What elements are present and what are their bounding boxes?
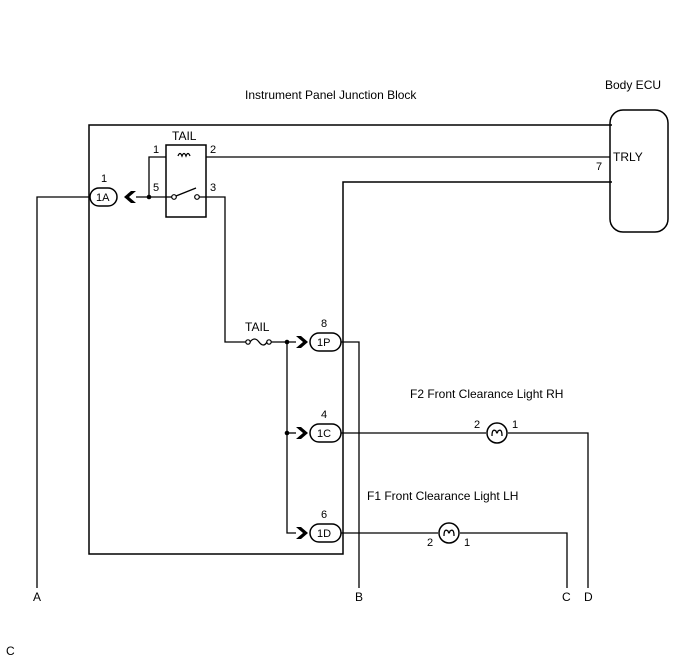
connector-1p-label: 1P bbox=[317, 337, 330, 349]
wire-b bbox=[341, 341, 360, 588]
connector-1a-label: 1A bbox=[96, 192, 110, 204]
light-lh-label: F1 Front Clearance Light LH bbox=[367, 489, 518, 503]
wire-d bbox=[508, 432, 589, 588]
light-lh-pin-1: 1 bbox=[464, 537, 470, 549]
tail-relay-label: TAIL bbox=[172, 129, 197, 143]
terminal-c: C bbox=[562, 590, 571, 604]
relay-switch-arm bbox=[175, 187, 197, 197]
trly-label: TRLY bbox=[613, 150, 643, 164]
connector-1c-pin: 4 bbox=[321, 409, 327, 421]
footer-label: C bbox=[6, 644, 15, 658]
body-ecu-label: Body ECU bbox=[605, 78, 661, 92]
light-rh-pin-1: 1 bbox=[512, 419, 518, 431]
splice-1a bbox=[146, 194, 152, 200]
light-rh-pin-2: 2 bbox=[474, 419, 480, 431]
tail-relay-box bbox=[165, 144, 207, 218]
relay-pin-2: 2 bbox=[210, 144, 216, 156]
relay-pin-1: 1 bbox=[153, 144, 159, 156]
terminal-b: B bbox=[355, 590, 363, 604]
relay-contact-left bbox=[171, 194, 177, 200]
connector-1a-pin: 1 bbox=[101, 173, 107, 185]
ecu-pin-7: 7 bbox=[596, 161, 602, 173]
light-rh-filament bbox=[491, 429, 503, 437]
relay-contact-right bbox=[194, 194, 200, 200]
junction-block-title: Instrument Panel Junction Block bbox=[245, 88, 417, 102]
fuse-end-right bbox=[266, 339, 272, 345]
fuse-icon bbox=[249, 338, 268, 346]
connector-1d-pin: 6 bbox=[321, 509, 327, 521]
relay-pin-3: 3 bbox=[210, 182, 216, 194]
relay-pin-5: 5 bbox=[153, 182, 159, 194]
connector-1c-label: 1C bbox=[317, 428, 331, 440]
terminal-a: A bbox=[33, 590, 41, 604]
light-rh-bulb-icon bbox=[486, 422, 508, 444]
light-lh-bulb-icon bbox=[438, 522, 460, 544]
body-ecu-box bbox=[609, 109, 669, 233]
connector-1c-arrow-icon bbox=[296, 427, 308, 439]
connector-1p-arrow-icon bbox=[296, 336, 308, 348]
connector-1p-pin: 8 bbox=[321, 318, 327, 330]
wire-c bbox=[460, 532, 568, 588]
connector-1a-arrow-icon bbox=[124, 191, 136, 203]
fuse-label: TAIL bbox=[245, 320, 270, 334]
junction-block-outline bbox=[88, 124, 612, 555]
splice-1c bbox=[284, 430, 290, 436]
light-lh-filament bbox=[443, 529, 455, 537]
bus-wire bbox=[286, 342, 296, 534]
connector-1d-arrow-icon bbox=[296, 527, 308, 539]
wire-a bbox=[36, 196, 90, 588]
relay-coil-icon bbox=[177, 152, 191, 158]
light-rh-label: F2 Front Clearance Light RH bbox=[410, 387, 563, 401]
connector-1d-label: 1D bbox=[317, 528, 331, 540]
relay-out-wire bbox=[199, 196, 246, 343]
coil-feed-wire bbox=[148, 156, 166, 197]
terminal-d: D bbox=[584, 590, 593, 604]
fuse-end-left bbox=[245, 339, 251, 345]
light-lh-pin-2: 2 bbox=[427, 537, 433, 549]
